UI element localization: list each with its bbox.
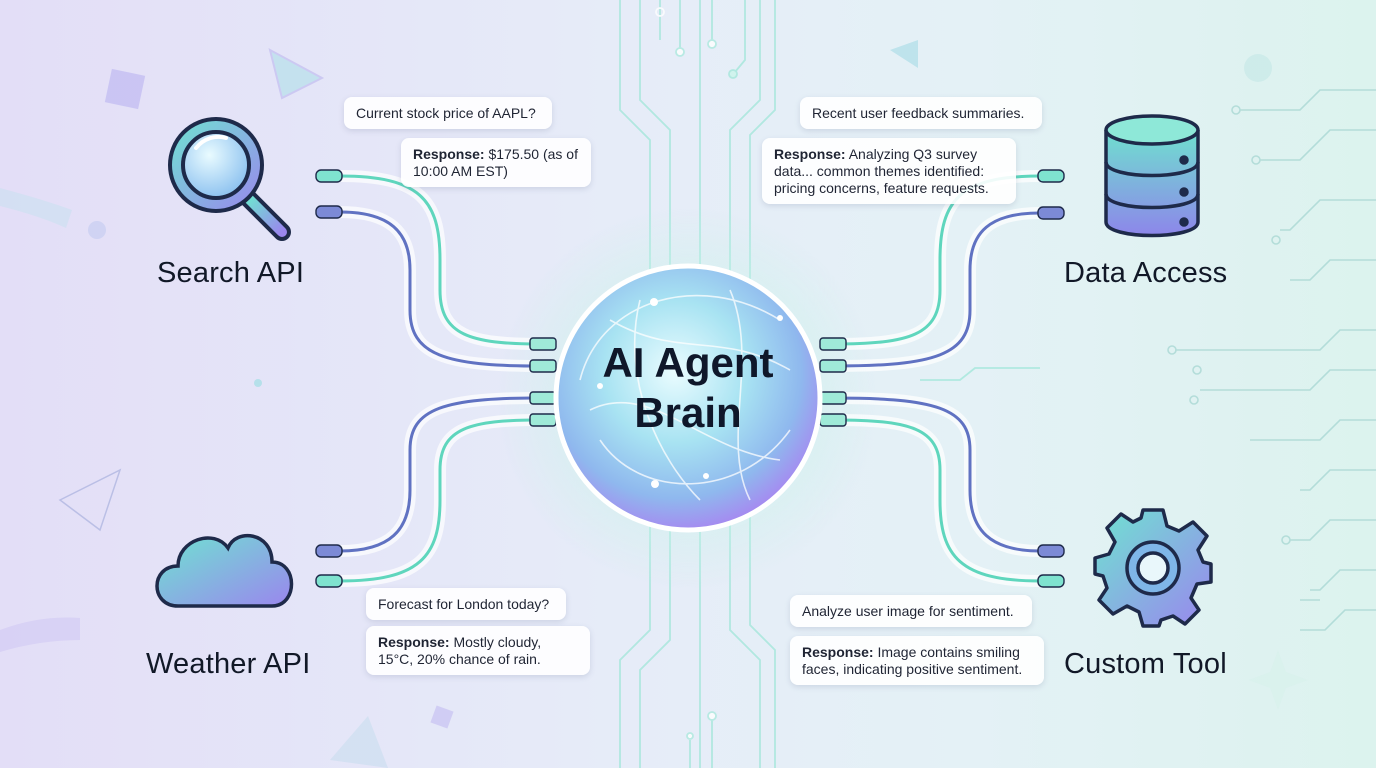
plug-icon	[315, 574, 343, 588]
custom-response-bubble: Response: Image contains smiling faces, …	[790, 636, 1044, 685]
custom-query-text: Analyze user image for sentiment.	[802, 603, 1014, 619]
weather-response-label: Response:	[378, 634, 450, 650]
deco-arc-icon	[0, 188, 72, 228]
deco-dot-icon	[254, 379, 262, 387]
deco-triangle-outline-icon	[58, 468, 122, 532]
data-query-bubble: Recent user feedback summaries.	[800, 97, 1042, 129]
deco-triangle-icon	[330, 716, 388, 768]
weather-query-bubble: Forecast for London today?	[366, 588, 566, 620]
custom-query-bubble: Analyze user image for sentiment.	[790, 595, 1032, 627]
deco-square-icon	[430, 705, 454, 729]
socket-icon	[529, 413, 557, 427]
brain-title-line2: Brain	[634, 389, 742, 436]
search-query-bubble: Current stock price of AAPL?	[344, 97, 552, 129]
plug-icon	[1037, 574, 1065, 588]
weather-response-bubble: Response: Mostly cloudy, 15°C, 20% chanc…	[366, 626, 590, 675]
brain-orb-icon	[553, 263, 823, 533]
search-response-bubble: Response: $175.50 (as of 10:00 AM EST)	[401, 138, 591, 187]
data-response-bubble: Response: Analyzing Q3 survey data... co…	[762, 138, 1016, 204]
custom-response-text: Image contains smiling faces, indicating…	[802, 644, 1023, 677]
data-response-text: Analyzing Q3 survey data... common theme…	[774, 146, 989, 196]
custom-tool-label: Custom Tool	[1064, 648, 1227, 680]
weather-api-label: Weather API	[146, 648, 311, 680]
brain-title-line1: AI Agent	[602, 339, 774, 386]
magnifier-icon	[168, 117, 291, 241]
circuit-traces	[1167, 89, 1376, 631]
plug-icon	[315, 544, 343, 558]
socket-icon	[819, 391, 847, 405]
connector-cables	[334, 170, 1046, 587]
deco-square-icon	[104, 68, 146, 110]
socket-icon	[819, 337, 847, 351]
cloud-icon	[155, 533, 294, 608]
plug-icon	[315, 169, 343, 183]
plug-icon	[1037, 544, 1065, 558]
data-access-label: Data Access	[1064, 257, 1228, 289]
socket-icon	[819, 413, 847, 427]
weather-query-text: Forecast for London today?	[378, 596, 550, 612]
gear-icon	[1093, 508, 1213, 628]
cable-plugs	[315, 169, 1065, 588]
socket-icon	[529, 337, 557, 351]
data-query-text: Recent user feedback summaries.	[812, 105, 1025, 121]
decorative-shapes	[0, 40, 1308, 768]
socket-icon	[819, 359, 847, 373]
deco-sparkle-icon	[1248, 650, 1308, 710]
search-query-text: Current stock price of AAPL?	[356, 105, 536, 121]
plug-icon	[1037, 169, 1065, 183]
deco-circle-icon	[1244, 54, 1272, 82]
brain-title: AI Agent Brain	[560, 338, 816, 438]
deco-arc-icon	[0, 617, 80, 652]
custom-response-label: Response:	[802, 644, 874, 660]
search-api-label: Search API	[157, 257, 305, 289]
plug-icon	[315, 205, 343, 219]
deco-dot-icon	[88, 221, 106, 239]
search-response-text: $175.50 (as of 10:00 AM EST)	[413, 146, 578, 179]
socket-icon	[529, 391, 557, 405]
plug-icon	[1037, 206, 1065, 220]
search-response-label: Response:	[413, 146, 485, 162]
deco-triangle-icon	[890, 40, 918, 68]
socket-icon	[529, 359, 557, 373]
data-response-label: Response:	[774, 146, 846, 162]
database-icon	[1104, 114, 1200, 238]
weather-response-text: Mostly cloudy, 15°C, 20% chance of rain.	[378, 634, 542, 667]
deco-triangle-icon	[268, 48, 325, 100]
